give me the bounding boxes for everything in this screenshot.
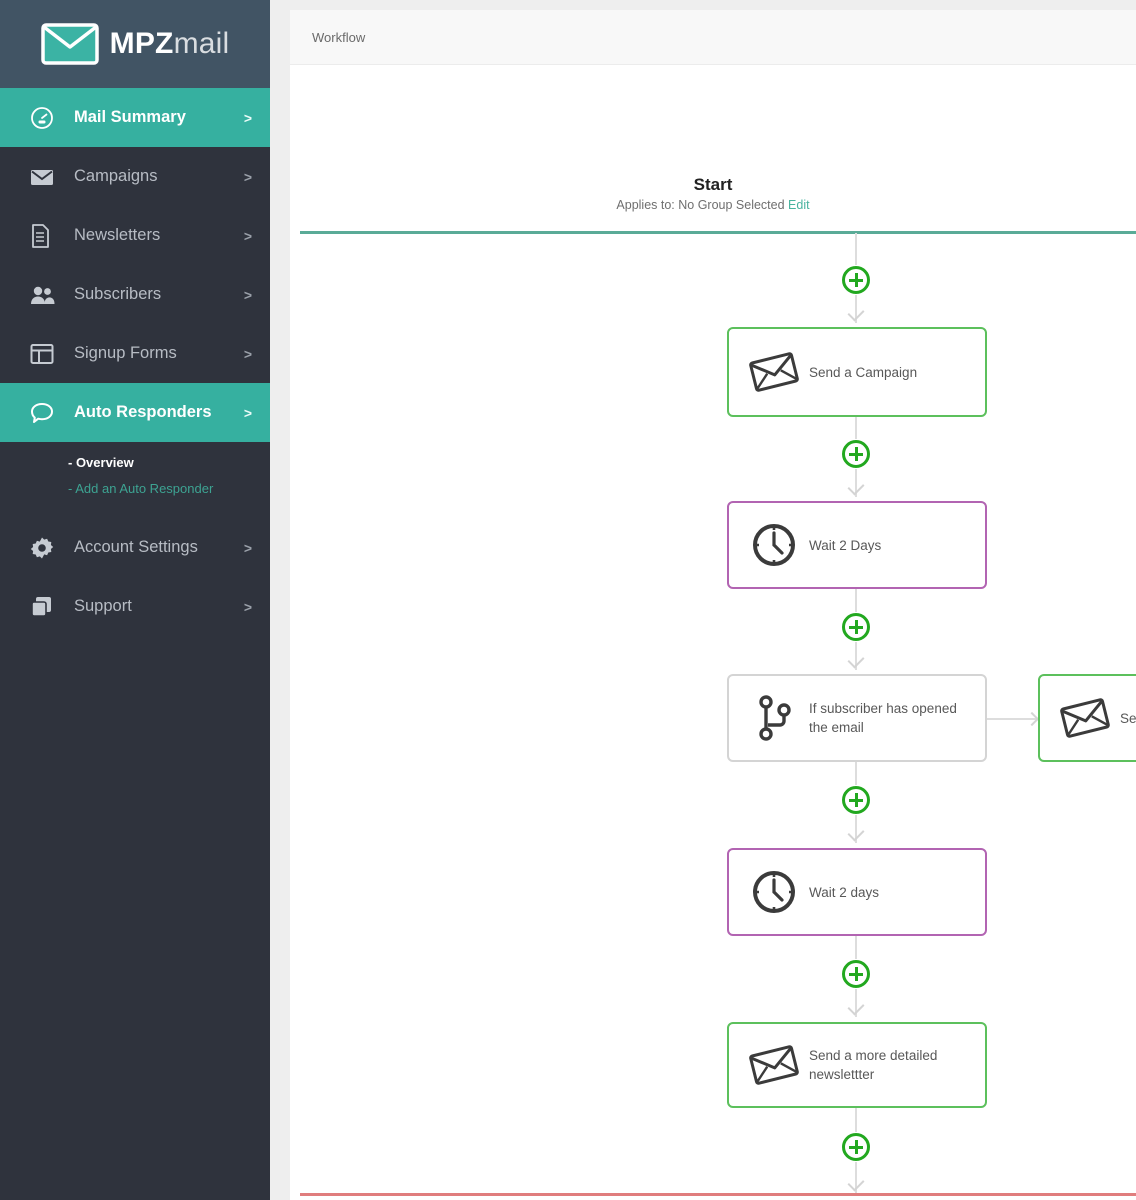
- connector-add1-to-node1: [855, 295, 857, 323]
- arrow-into-node4: [847, 824, 865, 842]
- sidebar-item-label: Campaigns: [74, 167, 158, 185]
- node-label: Wait 2 days: [809, 884, 880, 900]
- chevron-right-icon: >: [243, 598, 252, 615]
- connector-add2-to-node2: [855, 469, 857, 497]
- end-divider: [300, 1193, 1136, 1196]
- connector-node5-to-add6: [855, 1108, 857, 1132]
- arrow-into-end-left: [847, 1174, 865, 1192]
- workflow-node-send-campaign[interactable]: Send a Campaign: [727, 327, 987, 417]
- sidebar-item-subscribers[interactable]: Subscribers >: [0, 265, 270, 324]
- connector-node3-to-add4: [855, 762, 857, 785]
- connector-start-to-add1: [855, 233, 857, 265]
- connector-branch-horizontal: [987, 718, 1037, 720]
- workflow-node-wait-2[interactable]: Wait 2 days: [727, 848, 987, 936]
- clock-icon: [745, 866, 803, 918]
- layers-icon: [30, 595, 60, 619]
- sidebar-item-label: Account Settings: [74, 538, 198, 556]
- envelope-tilted-icon: [1056, 692, 1114, 744]
- start-divider: [300, 231, 1136, 234]
- window-icon: [30, 342, 60, 366]
- workflow-node-branch-condition[interactable]: If subscriber has opened the email: [727, 674, 987, 762]
- sidebar-item-campaigns[interactable]: Campaigns >: [0, 147, 270, 206]
- sidebar-item-label: Mail Summary: [74, 108, 186, 126]
- sidebar-item-support[interactable]: Support >: [0, 577, 270, 636]
- workflow-node-send-detailed-newsletter[interactable]: Send a more detailed newslettter: [727, 1022, 987, 1108]
- connector-node4-to-add5: [855, 936, 857, 959]
- edit-group-link[interactable]: Edit: [788, 198, 810, 212]
- node-label: Send a Campaign: [809, 364, 918, 380]
- chevron-right-icon: >: [243, 404, 252, 421]
- connector-add6-to-end: [855, 1162, 857, 1194]
- arrow-into-node5: [847, 998, 865, 1016]
- submenu-item-add-auto-responder[interactable]: - Add an Auto Responder: [68, 481, 214, 496]
- envelope-tilted-icon: [745, 346, 803, 398]
- sidebar-item-label: Subscribers: [74, 285, 162, 303]
- brand-name-bold: MPZ: [109, 27, 174, 60]
- chevron-right-icon: >: [243, 539, 252, 556]
- chevron-right-icon: >: [243, 345, 252, 362]
- clock-icon: [745, 519, 803, 571]
- sidebar: MPZmail Mail Summary > Campaigns >: [0, 0, 270, 1200]
- sidebar-item-signup-forms[interactable]: Signup Forms >: [0, 324, 270, 383]
- connector-add3-to-node3: [855, 642, 857, 670]
- sidebar-item-label: Signup Forms: [74, 344, 177, 362]
- workflow-node-send-another-newsletter[interactable]: Send another newsletter: [1038, 674, 1136, 762]
- envelope-tilted-icon: [745, 1039, 803, 1091]
- arrow-into-node2: [847, 478, 865, 496]
- gauge-icon: [30, 106, 60, 130]
- sidebar-item-label: Newsletters: [74, 226, 161, 244]
- sidebar-item-newsletters[interactable]: Newsletters >: [0, 206, 270, 265]
- chevron-right-icon: >: [243, 286, 252, 303]
- connector-node2-to-add3: [855, 589, 857, 612]
- add-step-button-4[interactable]: [842, 786, 870, 814]
- auto-responders-submenu: - Overview - Add an Auto Responder: [0, 442, 270, 518]
- workflow-canvas: Start Applies to: No Group Selected Edit: [290, 65, 1136, 1200]
- add-step-button-1[interactable]: [842, 266, 870, 294]
- connector-add5-to-node5: [855, 989, 857, 1017]
- node-label: Send another newsletter: [1120, 710, 1136, 726]
- connector-node1-to-add2: [855, 417, 857, 439]
- git-branch-icon: [745, 692, 803, 744]
- panel-header: Workflow: [290, 10, 1136, 65]
- arrow-into-branch-node: [1024, 711, 1040, 727]
- users-icon: [30, 283, 60, 307]
- arrow-into-node3: [847, 651, 865, 669]
- sidebar-item-account-settings[interactable]: Account Settings >: [0, 518, 270, 577]
- start-applies-to-text: Applies to: No Group Selected: [616, 198, 785, 212]
- chevron-right-icon: >: [243, 227, 252, 244]
- envelope-logo-icon: [40, 23, 99, 65]
- sidebar-nav: Mail Summary > Campaigns > Newsletters >: [0, 88, 270, 636]
- main-content: Workflow Start Applies to: No Group Sele…: [270, 0, 1136, 1200]
- add-step-button-3[interactable]: [842, 613, 870, 641]
- add-step-button-2[interactable]: [842, 440, 870, 468]
- sidebar-item-label: Support: [74, 597, 132, 615]
- sidebar-item-mail-summary[interactable]: Mail Summary >: [0, 88, 270, 147]
- submenu-item-overview[interactable]: - Overview: [68, 455, 134, 470]
- page-title: Workflow: [312, 29, 366, 45]
- workflow-node-wait-1[interactable]: Wait 2 Days: [727, 501, 987, 589]
- sidebar-item-label: Auto Responders: [74, 403, 212, 421]
- chevron-right-icon: >: [243, 168, 252, 185]
- brand-logo[interactable]: MPZmail: [0, 0, 270, 88]
- arrow-into-node1: [847, 304, 865, 322]
- chevron-right-icon: >: [243, 109, 252, 126]
- node-label: Send a more detailed newslettter: [809, 1048, 938, 1082]
- chat-bubble-icon: [30, 401, 60, 425]
- envelope-icon: [30, 165, 60, 189]
- connector-add4-to-node4: [855, 815, 857, 843]
- start-title: Start: [693, 175, 733, 194]
- node-label: Wait 2 Days: [809, 537, 882, 553]
- sidebar-item-auto-responders[interactable]: Auto Responders >: [0, 383, 270, 442]
- brand-name-light: mail: [173, 27, 230, 60]
- gear-icon: [30, 536, 60, 560]
- add-step-button-5[interactable]: [842, 960, 870, 988]
- document-icon: [30, 223, 60, 248]
- node-label: If subscriber has opened the email: [809, 701, 957, 735]
- add-step-button-6[interactable]: [842, 1133, 870, 1161]
- start-subtitle: Applies to: No Group Selected Edit: [290, 198, 1136, 212]
- workflow-panel: Workflow Start Applies to: No Group Sele…: [290, 10, 1136, 1200]
